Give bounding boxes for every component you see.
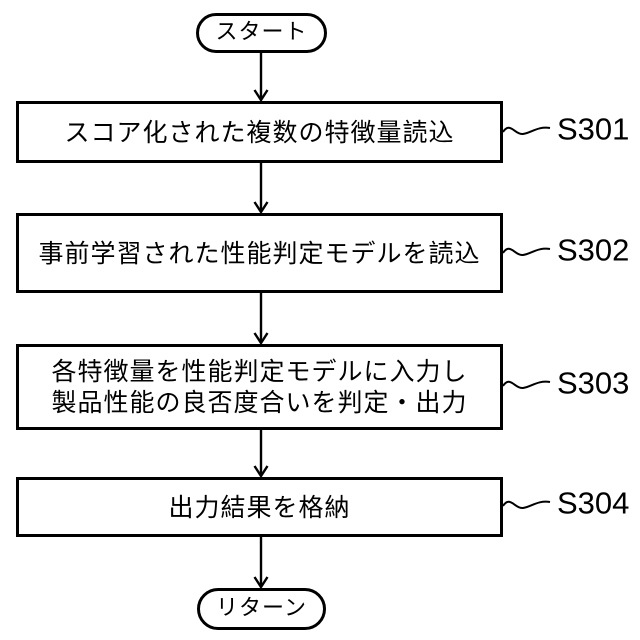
terminal-return: リターン [197,588,326,630]
process-box-s304: 出力結果を格納 [16,477,503,537]
arrow-s301-to-s302 [253,163,269,215]
process-box-s301: スコア化された複数の特徴量読込 [16,101,503,163]
terminal-start: スタート [196,13,327,53]
step-label-s303: S303 [557,365,630,401]
process-box-s302: 事前学習された性能判定モデルを読込 [16,213,503,293]
label-connector-s301 [502,126,551,135]
step-label-s301: S301 [557,111,630,147]
label-connector-s302 [502,247,551,256]
process-text-s304: 出力結果を格納 [168,492,351,522]
step-label-s304: S304 [557,485,630,521]
process-text-s302: 事前学習された性能判定モデルを読込 [38,238,481,268]
process-text-s303: 各特徴量を性能判定モデルに入力し 製品性能の良否度合いを判定・出力 [51,357,468,417]
label-connector-s304 [502,500,551,509]
arrow-s304-to-return [253,537,269,590]
label-connector-s303 [502,380,551,389]
process-text-s301: スコア化された複数の特徴量読込 [64,117,455,147]
terminal-start-label: スタート [215,20,308,45]
step-label-s302: S302 [557,232,630,268]
arrow-start-to-s301 [253,53,269,103]
arrow-s302-to-s303 [253,293,269,346]
terminal-return-label: リターン [216,596,307,621]
process-box-s303: 各特徴量を性能判定モデルに入力し 製品性能の良否度合いを判定・出力 [16,344,503,430]
arrow-s303-to-s304 [253,430,269,479]
